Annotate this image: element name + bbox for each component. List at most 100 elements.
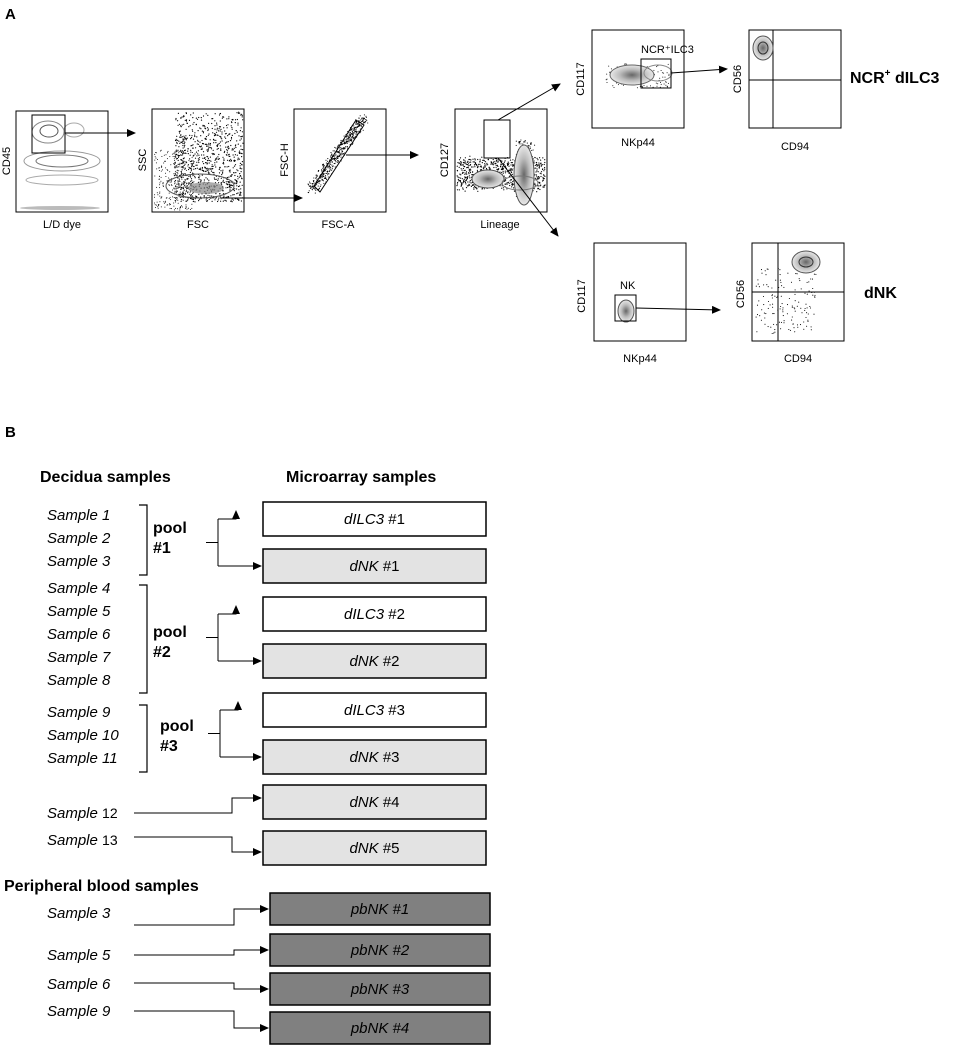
- sample-label: Sample 4: [47, 580, 110, 597]
- plot-cd127-lineage: Lineage CD127: [439, 108, 548, 231]
- gate-label-nk: NK: [620, 280, 636, 292]
- header-decidua: Decidua samples: [40, 469, 171, 486]
- x-axis-label: L/D dye: [43, 219, 81, 231]
- microarray-box-pbnk: pbNK #1: [269, 892, 491, 926]
- sample-label: Sample 8: [47, 672, 111, 689]
- blood-sample: Sample 6 pbNK #3: [47, 972, 491, 1006]
- y-axis-label: CD56: [732, 65, 744, 93]
- pool-group: Sample 1 Sample 2 Sample 3 pool#1 dILC3 #1 dN…: [47, 501, 487, 584]
- microarray-box-dnk: dNK #4: [262, 784, 487, 820]
- microarray-box-pbnk: pbNK #2: [269, 933, 491, 967]
- svg-text:pbNK #2: pbNK #2: [350, 942, 410, 959]
- blood-sample: Sample 3 pbNK #1: [47, 892, 491, 926]
- arrow: [220, 701, 242, 711]
- population-lymph: [165, 173, 235, 199]
- microarray-box-dnk: dNK #3: [262, 739, 487, 775]
- sample-label: Sample 1: [47, 507, 110, 524]
- arrow: [134, 905, 269, 926]
- cd45-populations: [20, 120, 101, 210]
- sample-label: Sample 12: [47, 805, 118, 822]
- svg-text:dNK #2: dNK #2: [349, 653, 399, 670]
- y-axis-label: CD117: [576, 279, 588, 312]
- sample-label: Sample 13: [47, 832, 118, 849]
- x-axis-label: NKp44: [623, 353, 657, 365]
- y-axis-label: CD56: [735, 280, 747, 308]
- pool-bracket: [139, 504, 148, 576]
- blood-sample: Sample 5 pbNK #2: [47, 933, 491, 967]
- blood-sample: Sample 9 pbNK #4: [47, 1003, 491, 1045]
- plot-nk-quad: CD94 CD56: [735, 242, 845, 365]
- y-axis-label: CD127: [439, 143, 451, 177]
- x-axis-label: FSC: [187, 219, 209, 231]
- svg-text:pbNK #3: pbNK #3: [350, 981, 410, 998]
- svg-text:dNK #1: dNK #1: [349, 558, 399, 575]
- svg-text:dILC3 #3: dILC3 #3: [344, 702, 405, 719]
- sample-label: Sample 2: [47, 530, 111, 547]
- sample-label: Sample 10: [47, 727, 119, 744]
- microarray-box-dnk: dNK #1: [262, 548, 487, 584]
- arrow: [134, 1010, 269, 1032]
- gate-lineage-negative: [483, 119, 511, 159]
- microarray-box-dnk: dNK #5: [262, 830, 487, 866]
- arrow: [670, 65, 728, 74]
- plot-ssc-fsc: FSC SSC: [137, 108, 245, 231]
- svg-text:pbNK #4: pbNK #4: [350, 1020, 409, 1037]
- microarray-box-pbnk: pbNK #4: [269, 1011, 491, 1045]
- microarray-box-dnk: dNK #2: [262, 643, 487, 679]
- plot-ilc3-quad: CD94 CD56: [732, 29, 842, 153]
- pool-bracket: [139, 584, 148, 694]
- gate-label-ilc3: NCR⁺ILC3: [641, 44, 694, 56]
- arrow: [635, 305, 721, 314]
- gate-ncr-ilc3: [640, 58, 672, 89]
- single-sample: Sample 12 dNK #4: [47, 784, 487, 822]
- sample-label: Sample 3: [47, 905, 111, 922]
- arrow: [134, 946, 269, 956]
- x-axis-label: Lineage: [480, 219, 519, 231]
- plot-cd45-ld: L/D dye CD45: [1, 110, 109, 231]
- sample-label: Sample 7: [47, 649, 111, 666]
- header-peripheral: Peripheral blood samples: [4, 878, 199, 895]
- svg-text:pbNK #1: pbNK #1: [350, 901, 409, 918]
- arrow: [134, 982, 269, 993]
- microarray-box-pbnk: pbNK #3: [269, 972, 491, 1006]
- population-label-ilc3: NCR+ dILC3: [850, 68, 940, 87]
- gate-cd45: [31, 114, 66, 154]
- svg-text:dNK #4: dNK #4: [349, 794, 399, 811]
- gating-arrows: [65, 65, 728, 314]
- pool-label: pool#1: [153, 520, 187, 557]
- sample-label: Sample 9: [47, 704, 111, 721]
- x-axis-label: FSC-A: [322, 219, 356, 231]
- pool-label: pool#3: [160, 718, 194, 755]
- x-axis-label: CD94: [781, 141, 809, 153]
- sample-label: Sample 3: [47, 553, 111, 570]
- y-axis-label: CD45: [1, 147, 13, 175]
- plot-fsch-fsca: FSC-A FSC-H: [279, 108, 387, 231]
- blood-samples: Sample 3 pbNK #1 Sample 5 pbNK #2 Sample 6 pb…: [47, 892, 491, 1045]
- plot-nk-gate: NK NKp44 CD117: [576, 242, 687, 365]
- sample-label: Sample 5: [47, 947, 111, 964]
- arrow: [497, 83, 561, 121]
- population-label-nk: dNK: [864, 285, 897, 302]
- pool-bracket: [139, 704, 148, 773]
- pool-label: pool#2: [153, 624, 187, 661]
- svg-text:dNK #3: dNK #3: [349, 749, 399, 766]
- svg-text:dNK #5: dNK #5: [349, 840, 399, 857]
- arrow: [218, 605, 240, 615]
- x-axis-label: CD94: [784, 353, 812, 365]
- sample-label: Sample 9: [47, 1003, 111, 1020]
- arrow: [134, 836, 262, 856]
- single-samples: Sample 12 dNK #4 Sample 13 dNK #5: [47, 784, 487, 866]
- pool-groups: Sample 1 Sample 2 Sample 3 pool#1 dILC3 #1 dN…: [47, 501, 487, 775]
- panel-a-label: A: [5, 6, 16, 23]
- y-axis-label: CD117: [575, 62, 587, 95]
- microarray-box-dilc3: dILC3 #1: [262, 501, 487, 537]
- plot-ilc3-gate: NCR⁺ILC3 NKp44 CD117: [575, 29, 694, 149]
- sample-label: Sample 6: [47, 976, 111, 993]
- panel-b-label: B: [5, 424, 16, 441]
- header-microarray: Microarray samples: [286, 469, 436, 486]
- sample-label: Sample 6: [47, 626, 111, 643]
- y-axis-label: FSC-H: [279, 143, 291, 177]
